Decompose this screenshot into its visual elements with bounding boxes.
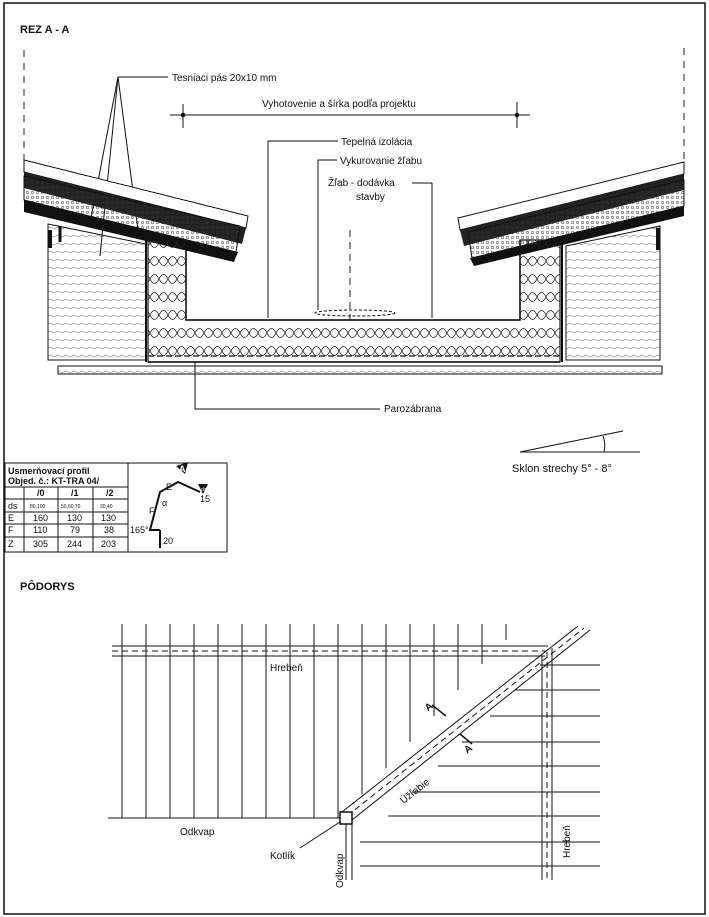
- profile-table: Usmerňovací profil Objed. č.: KT-TRA 04/…: [4, 462, 228, 553]
- label-roof-slope: Sklon strechy 5° - 8°: [512, 463, 612, 475]
- plan-title: PÔDORYS: [20, 580, 75, 593]
- label-gutter-heating: Vykurovanie žľabu: [340, 156, 422, 167]
- label-execution-width: Vyhotovenie a šírka podľa projektu: [262, 99, 416, 110]
- svg-text:165°: 165°: [130, 525, 149, 535]
- leader-gutter-supply: [412, 182, 433, 318]
- label-ridge-side: Hrebeň: [562, 825, 573, 858]
- svg-text:244: 244: [67, 539, 82, 549]
- svg-text:50,60,70: 50,60,70: [61, 504, 81, 510]
- svg-text:ds: ds: [8, 501, 18, 511]
- svg-text:E: E: [166, 482, 172, 492]
- base-board: [57, 365, 663, 375]
- svg-text:/2: /2: [106, 488, 114, 498]
- label-ridge-top: Hrebeň: [270, 663, 303, 674]
- plan-ridge: [112, 645, 553, 880]
- svg-text:ds: ds: [201, 487, 207, 493]
- svg-text:A: A: [179, 464, 186, 474]
- svg-text:130: 130: [67, 513, 82, 523]
- leader-vapor-barrier: [194, 362, 380, 410]
- section-marks: [431, 704, 473, 745]
- svg-text:130: 130: [101, 513, 116, 523]
- page-frame: [3, 2, 706, 915]
- label-thermal-insulation: Tepelná izolácia: [341, 137, 413, 148]
- gutter-channel: [145, 239, 563, 363]
- roof-slope-symbol: [519, 430, 640, 453]
- svg-text:15: 15: [200, 494, 210, 504]
- svg-text:/0: /0: [37, 488, 45, 498]
- svg-text:203: 203: [101, 539, 116, 549]
- label-eaves: Odkvap: [180, 827, 215, 838]
- svg-text:α: α: [162, 498, 167, 508]
- outlet-box: [339, 811, 353, 825]
- profile-sketch: A ds E F α 15 165° 20: [130, 462, 210, 548]
- svg-text:E: E: [8, 513, 14, 523]
- svg-text:F: F: [149, 506, 155, 516]
- svg-text:160: 160: [33, 513, 48, 523]
- label-gutter-supply-2: stavby: [356, 192, 385, 203]
- svg-text:Usmerňovací profil: Usmerňovací profil: [8, 466, 90, 476]
- leader-gutter-heating: [317, 159, 337, 310]
- plan-rafters-right: [360, 664, 600, 867]
- dimension-line: [170, 102, 530, 128]
- svg-text:110: 110: [33, 525, 47, 535]
- label-seal-strip: Tesniaci pás 20x10 mm: [172, 73, 277, 84]
- plan-eaves: [108, 817, 353, 880]
- svg-text:79: 79: [70, 525, 80, 535]
- leader-outlet: [299, 821, 341, 849]
- label-eaves-side: Odkvap: [335, 853, 346, 888]
- label-vapor-barrier: Parozábrana: [384, 404, 442, 415]
- svg-text:20: 20: [163, 536, 173, 546]
- svg-text:305: 305: [33, 539, 48, 549]
- plan-valley: [341, 625, 591, 821]
- label-gutter-supply-1: Žľab - dodávka: [328, 176, 395, 189]
- heating-cable: [314, 309, 396, 317]
- svg-text:30,40: 30,40: [100, 504, 113, 510]
- leader-thermal-insulation: [267, 140, 338, 318]
- svg-text:38: 38: [104, 525, 114, 535]
- section-title: REZ A - A: [20, 24, 70, 36]
- svg-text:Z: Z: [8, 539, 14, 549]
- svg-text:/1: /1: [71, 488, 79, 498]
- svg-text:80,100: 80,100: [30, 504, 46, 510]
- label-outlet: Kotlík: [270, 851, 296, 862]
- svg-text:Objed. č.: KT-TRA 04/: Objed. č.: KT-TRA 04/: [8, 476, 100, 486]
- svg-text:F: F: [8, 525, 14, 535]
